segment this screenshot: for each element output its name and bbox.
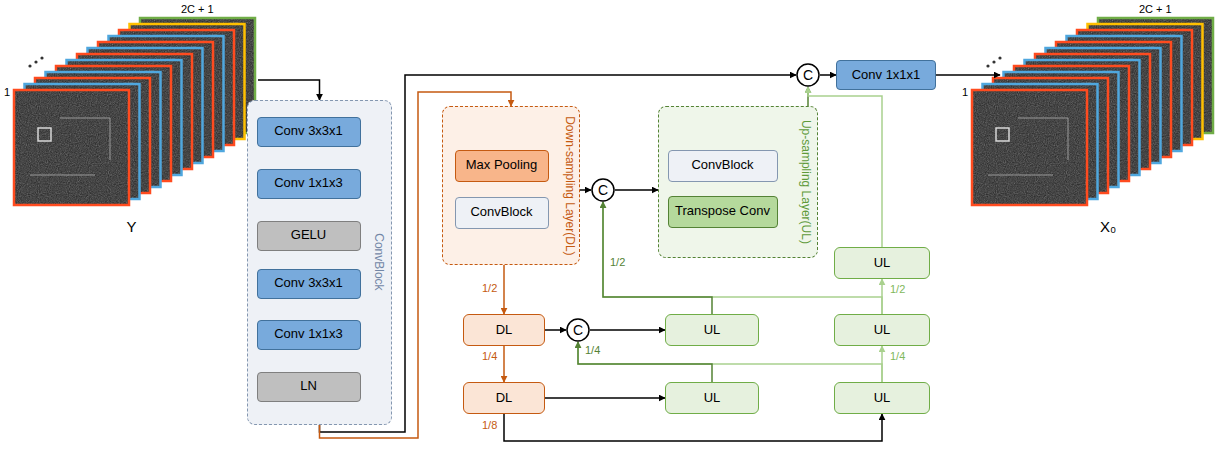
node-label: C [803, 67, 813, 83]
node-label: Transpose Conv [675, 204, 770, 219]
image-detail [30, 118, 110, 175]
node-label: DL [496, 323, 513, 338]
node-label: ConvBlock [691, 158, 753, 173]
node-label: Conv 1x1x3 [274, 176, 343, 191]
connector [545, 397, 665, 399]
connector [578, 342, 712, 382]
channel-count: 2C + 1 [1138, 3, 1173, 16]
ul-box: UL [834, 382, 930, 414]
node-label: Max Pooling [466, 158, 538, 173]
convblock-group: ConvBlockConv 3x3x1Conv 1x1x3GELUConv 3x… [247, 100, 392, 425]
scale-fraction: 1/2 [481, 282, 498, 295]
slice-border [14, 90, 129, 205]
node-label: UL [874, 323, 891, 338]
node-label: C [598, 182, 608, 198]
connector [258, 80, 320, 100]
node-label: Conv 1x1x1 [852, 68, 921, 83]
scale-fraction: 1/4 [889, 350, 906, 363]
node-label: Conv 1x1x3 [274, 327, 343, 342]
concat-circle: C [796, 63, 820, 87]
ul-box: UL [665, 314, 759, 346]
ul-box: UL [665, 382, 759, 414]
pooling-box: Max Pooling [455, 150, 549, 182]
group-title: Up-sampling Layer(UL) [798, 119, 812, 243]
channel-index: 1 [961, 86, 969, 99]
scale-fraction: 1/2 [609, 256, 626, 269]
node-label: X₀ [1100, 218, 1116, 235]
connector [820, 74, 836, 76]
concat-circle-shape [567, 319, 589, 341]
image-stack-node: X₀ [1000, 5, 1216, 235]
image-stack [972, 18, 1213, 205]
channel-index: 1 [3, 86, 11, 99]
conv-box: Conv 3x3x1 [257, 269, 361, 299]
convblock-box: ConvBlock [668, 150, 778, 182]
transpose-conv-box: Transpose Conv [668, 196, 778, 228]
node-label: LN [300, 379, 317, 394]
downsampling-group: Down-sampling Layer(DL) Max PoolingConvBl… [442, 106, 580, 265]
connector [936, 74, 1000, 76]
ellipsis-dot [28, 64, 31, 67]
node-label: Y [126, 218, 136, 235]
ul-box: UL [834, 314, 930, 346]
connector [590, 329, 665, 331]
conv-box: Conv 1x1x3 [257, 169, 361, 199]
image-slice [14, 90, 129, 205]
concat-circle-shape [592, 179, 614, 201]
dl-box: DL [463, 382, 545, 414]
image-stack [14, 18, 255, 205]
concat-circle-shape [797, 64, 819, 86]
conv-box: Conv 1x1x3 [257, 320, 361, 350]
image-stack-node: Y [5, 5, 258, 235]
connector [881, 279, 883, 314]
ul-box: UL [834, 247, 930, 279]
connector [808, 87, 882, 247]
node-label: UL [704, 323, 721, 338]
conv-box: Conv 1x1x1 [836, 60, 936, 90]
node-label: Conv 3x3x1 [274, 124, 343, 139]
ellipsis-dot [34, 60, 37, 63]
node-label: C [573, 322, 583, 338]
conv-box: Conv 3x3x1 [257, 117, 361, 147]
node-label: UL [874, 391, 891, 406]
connector [615, 189, 658, 191]
norm-box: LN [257, 372, 361, 402]
concat-circle: C [591, 178, 615, 202]
scale-fraction: 1/8 [481, 419, 498, 432]
connector [503, 265, 505, 314]
connector [580, 189, 591, 191]
upsampling-group: Up-sampling Layer(UL) ConvBlockTranspose … [658, 106, 818, 258]
concat-circle: C [566, 318, 590, 342]
connector [545, 329, 566, 331]
node-label: UL [874, 256, 891, 271]
dl-box: DL [463, 314, 545, 346]
channel-count: 2C + 1 [180, 3, 215, 16]
group-title: ConvBlock [371, 233, 385, 290]
connector [881, 346, 883, 382]
image-detail [38, 128, 51, 141]
norm-box: GELU [257, 221, 361, 251]
node-label: UL [704, 391, 721, 406]
node-label: GELU [291, 228, 326, 243]
node-label: Conv 3x3x1 [274, 276, 343, 291]
node-label: ConvBlock [470, 205, 532, 220]
ellipsis-dot [40, 56, 43, 59]
convblock-box: ConvBlock [455, 197, 549, 229]
connector [578, 342, 882, 382]
connector [504, 414, 882, 441]
group-title: Down-sampling Layer(DL) [562, 116, 576, 255]
scale-fraction: 1/4 [481, 350, 498, 363]
scale-fraction: 1/4 [584, 344, 601, 357]
node-label: DL [496, 391, 513, 406]
scale-fraction: 1/2 [889, 283, 906, 296]
connector [503, 346, 505, 382]
